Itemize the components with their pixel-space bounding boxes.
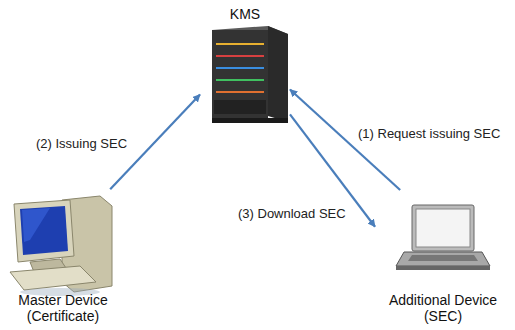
device-node: Additional Device (SEC) (375, 190, 511, 326)
node-label: Additional Device (SEC) (375, 292, 511, 324)
node-label: KMS (200, 6, 290, 22)
device-node: KMS (200, 4, 290, 128)
edge-label: (3) Download SEC (236, 206, 348, 221)
server-icon (212, 26, 288, 123)
node-label: Master Device (Certificate) (4, 292, 122, 324)
desktop-pc-icon (10, 196, 112, 296)
laptop-icon (396, 205, 490, 270)
edge-label: (1) Request issuing SEC (356, 126, 502, 141)
edge-label: (2) Issuing SEC (34, 136, 129, 151)
device-node: Master Device (Certificate) (4, 182, 122, 326)
